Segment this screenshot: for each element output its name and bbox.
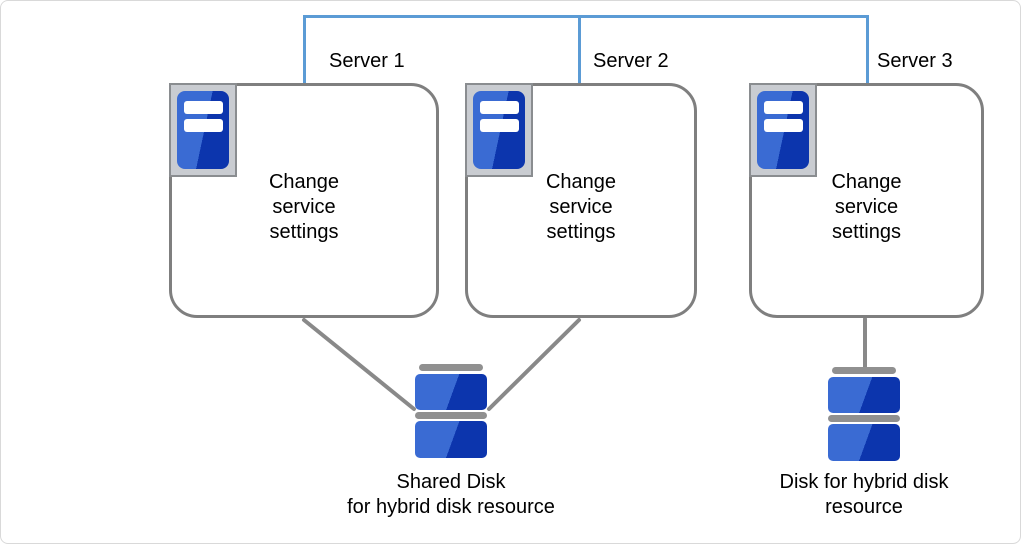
server-3-label: Server 3 [877,50,953,72]
network-backbone-line [303,15,869,18]
server-icon-panel [757,91,809,169]
server-icon [169,83,237,177]
shared-disk-label-line2: for hybrid disk resource [347,496,555,518]
network-drop-line-server1 [303,15,306,83]
server-1-action-line3: settings [269,221,339,243]
disk-platter [415,421,487,458]
hybrid-disk-label-line1: Disk for hybrid disk [779,471,949,493]
disk-mid-bar [415,412,487,419]
server-icon [749,83,817,177]
connector-server1-shared-disk [302,318,416,411]
shared-disk-label: Shared Disk for hybrid disk resource [331,470,571,520]
server-icon-slot [184,119,223,132]
network-drop-line-server3 [866,15,869,83]
disk-platter [828,424,900,461]
hybrid-disk-icon [828,367,900,461]
hybrid-disk-label: Disk for hybrid disk resource [744,470,984,520]
server-2-label: Server 2 [593,50,669,72]
server-icon [465,83,533,177]
server-icon-slot [764,101,803,114]
server-1-action-text: Change service settings [172,170,436,245]
server-icon-panel [177,91,229,169]
server-icon-slot [480,119,519,132]
server-icon-slot [764,119,803,132]
connector-server2-shared-disk [487,318,581,411]
server-1-action-line2: service [272,196,336,218]
server-icon-slot [184,101,223,114]
server-1-action-line1: Change [268,171,340,193]
hybrid-disk-label-line2: resource [825,496,903,518]
server-3-action-text: Change service settings [752,170,981,245]
disk-cap-bar [419,364,483,371]
server-3-action-line3: settings [832,221,901,243]
server-icon-slot [480,101,519,114]
shared-disk-icon [415,364,487,458]
server-2-action-line1: Change [545,171,617,193]
disk-platter [828,377,900,413]
shared-disk-label-line1: Shared Disk [396,471,506,493]
server-2-action-line3: settings [546,221,616,243]
server-2-action-text: Change service settings [468,170,694,245]
server-2-action-line2: service [549,196,613,218]
server-icon-panel [473,91,525,169]
server-3-action-line1: Change [831,171,902,193]
server-1-label: Server 1 [329,50,405,72]
server-3-action-line2: service [834,196,899,218]
disk-platter [415,374,487,410]
network-drop-line-server2 [578,15,581,83]
disk-cap-bar [832,367,896,374]
disk-mid-bar [828,415,900,422]
